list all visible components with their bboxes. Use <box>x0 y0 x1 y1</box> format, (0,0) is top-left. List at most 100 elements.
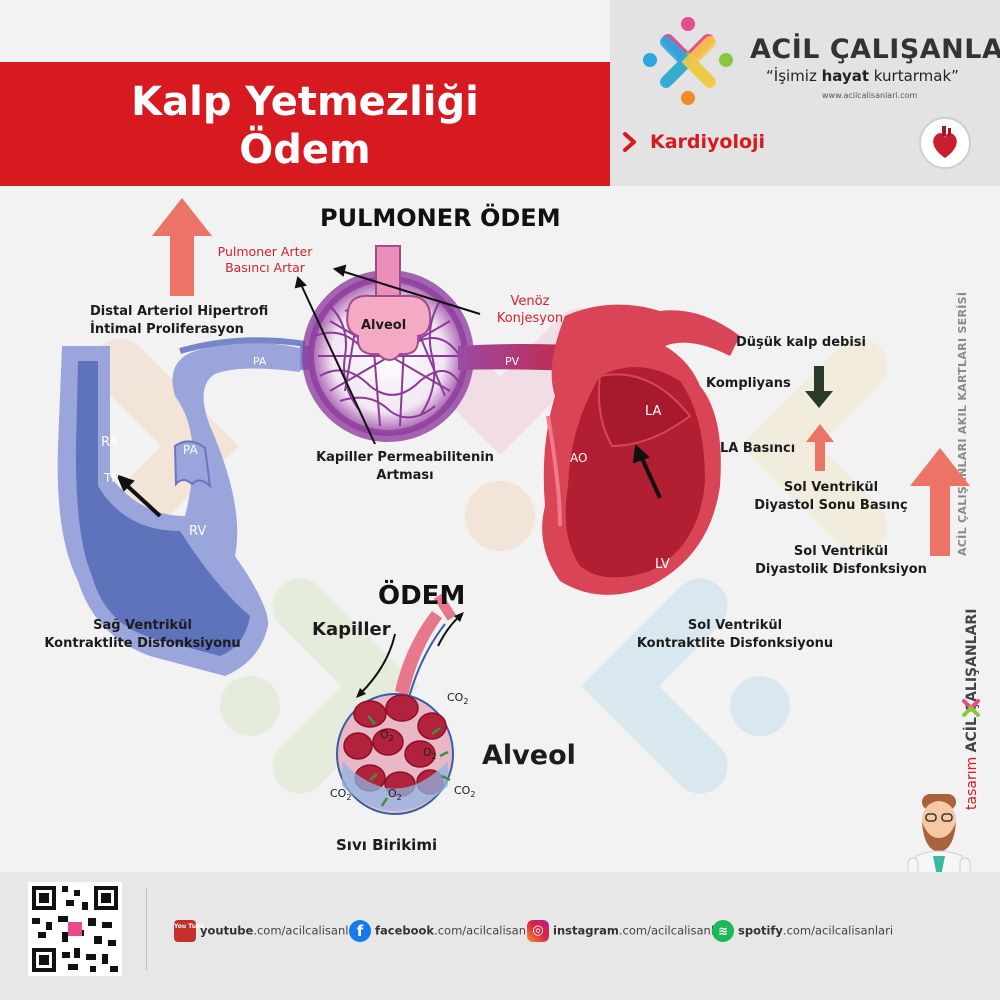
small-brand-logo-icon <box>962 699 980 717</box>
tr-label: TR <box>104 471 120 485</box>
rv-label: RV <box>189 524 207 539</box>
youtube-bold: youtube <box>200 923 254 938</box>
footer <box>0 872 1000 1000</box>
la-basinci-label: LA Basıncı <box>720 441 796 456</box>
co2-a-sub: 2 <box>463 697 469 707</box>
salmon-arrows <box>152 198 970 556</box>
pa-pressure-label: Pulmoner Arter Basıncı Artar <box>200 244 330 276</box>
sol-diyastol-line-2: Diyastol Sonu Basınç <box>754 498 908 513</box>
dusuk-kalp-debisi-label: Düşük kalp debisi <box>736 335 866 350</box>
kompliyans-label: Kompliyans <box>706 376 791 391</box>
pa-label-1: PA <box>253 355 267 368</box>
distal-line-1: Distal Arteriol Hipertrofi <box>90 304 269 319</box>
odem-title: ÖDEM <box>378 581 466 611</box>
spotify-rest: .com/acilcalisanlari <box>782 923 894 938</box>
qr-code-icon[interactable] <box>28 882 122 976</box>
facebook-bold: facebook <box>375 923 435 938</box>
youtube-link[interactable]: You Tubeyoutube.com/acilcalisanlari <box>174 920 363 942</box>
sol-ventrikul-disfonksiyon-label: Sol Ventrikül Diyastolik Disfonksiyon <box>745 543 937 579</box>
sol-disf-line-1: Sol Ventrikül <box>793 544 889 559</box>
facebook-icon: f <box>349 920 371 942</box>
la-label: LA <box>645 404 662 419</box>
brand-slogan: “İşimiz hayat kurtarmak” <box>766 68 959 85</box>
heart-category-icon <box>919 117 971 169</box>
brand-name: ACİL ÇALIŞANLARI <box>750 34 1000 65</box>
instagram-rest: .com/acilcalisanlari <box>618 923 729 938</box>
lung-capillary-network <box>300 245 590 442</box>
spotify-icon: ≋ <box>712 920 734 942</box>
sol-kontr-line-1: Sol Ventrikül <box>687 618 783 633</box>
sol-ventrikul-kontraktlite-label: Sol Ventrikül Kontraktlite Disfonksiyonu <box>625 617 845 653</box>
pa-pressure-line-2: Basıncı Artar <box>225 260 305 275</box>
sol-kontr-line-2: Kontraktlite Disfonksiyonu <box>636 636 834 651</box>
sol-diyastol-line-1: Sol Ventrikül <box>783 480 879 495</box>
alveol-big-label: Alveol <box>482 740 576 771</box>
o2-a-sub: 2 <box>388 734 394 744</box>
co2-c-text: CO <box>454 784 471 797</box>
instagram-link[interactable]: ◎ instagram.com/acilcalisanlari <box>527 920 729 942</box>
kapiller-perm-line-1: Kapiller Permeabilitenin <box>316 450 494 465</box>
pv-label: PV <box>505 355 520 368</box>
co2-b-sub: 2 <box>346 793 352 803</box>
category-label[interactable]: Kardiyoloji <box>650 131 766 153</box>
o2-c-sub: 2 <box>396 793 402 803</box>
venoz-line-2: Konjesyon <box>496 311 564 326</box>
alveol-small-label: Alveol <box>361 318 407 333</box>
footer-divider <box>146 888 147 970</box>
co2-c-sub: 2 <box>470 790 476 800</box>
youtube-icon: You Tube <box>174 920 204 942</box>
kapiller-perm-line-2: Artması <box>376 468 434 483</box>
venoz-konjesyon-label: Venöz Konjesyon <box>480 293 580 327</box>
co2-label-top: CO2 <box>447 689 468 710</box>
pulmoner-odem-title: PULMONER ÖDEM <box>320 204 561 232</box>
title-line-2: Ödem <box>239 127 371 173</box>
o2-a-text: O <box>380 728 389 741</box>
slogan-pre: “İşimiz <box>766 67 822 85</box>
instagram-icon: ◎ <box>527 920 549 942</box>
youtube-rest: .com/acilcalisanlari <box>253 923 364 938</box>
brand-url: www.acilcalisanlari.com <box>822 91 918 100</box>
brand-logo-icon <box>643 17 733 105</box>
alveolus-cluster <box>336 593 464 815</box>
sol-ventrikul-diyastol-label: Sol Ventrikül Diyastol Sonu Basınç <box>740 479 922 515</box>
o2-label-1: O2 <box>380 726 394 747</box>
heart-lung-diagram <box>57 198 970 815</box>
o2-label-3: O2 <box>388 785 402 806</box>
sivi-birikimi-label: Sıvı Birikimi <box>336 836 438 854</box>
header-band <box>0 62 610 186</box>
slogan-post: kurtarmak” <box>869 67 959 85</box>
o2-label-2: O2 <box>423 744 437 765</box>
instagram-bold: instagram <box>553 923 619 938</box>
title-line-1: Kalp Yetmezliği <box>131 79 479 125</box>
pa-pressure-line-1: Pulmoner Arter <box>217 244 313 259</box>
co2-b-text: CO <box>330 787 347 800</box>
spotify-link[interactable]: ≋ spotify.com/acilcalisanlari <box>712 920 893 942</box>
ra-label: RA <box>101 435 119 450</box>
lv-label: LV <box>655 557 670 572</box>
co2-label-right: CO2 <box>454 782 475 803</box>
o2-c-text: O <box>388 787 397 800</box>
compliance-down-arrow <box>805 366 833 408</box>
sag-kontr-line-2: Kontraktlite Disfonksiyonu <box>44 636 241 651</box>
co2-a-text: CO <box>447 691 464 704</box>
distal-line-2: İntimal Proliferasyon <box>90 322 244 337</box>
sol-disf-line-2: Diyastolik Disfonksiyon <box>755 562 927 577</box>
o2-b-sub: 2 <box>431 752 437 762</box>
venoz-line-1: Venöz <box>510 294 550 309</box>
right-heart <box>57 337 306 676</box>
distal-arteriol-label: Distal Arteriol Hipertrofi İntimal Proli… <box>90 303 268 339</box>
page-title: Kalp Yetmezliği Ödem <box>0 78 610 174</box>
co2-label-left: CO2 <box>330 785 351 806</box>
spotify-bold: spotify <box>738 923 783 938</box>
ao-label: AO <box>570 451 588 465</box>
pointer-lines <box>116 264 662 518</box>
pa-label-2: PA <box>183 443 198 457</box>
facebook-link[interactable]: f facebook.com/acilcalisanlari <box>349 920 544 942</box>
kapiller-permeabilite-label: Kapiller Permeabilitenin Artması <box>300 449 510 485</box>
sag-ventrikul-kontraktlite-label: Sağ Ventrikül Kontraktlite Disfonksiyonu <box>35 617 250 653</box>
facebook-rest: .com/acilcalisanlari <box>434 923 545 938</box>
kapiller-label: Kapiller <box>312 619 391 640</box>
sag-kontr-line-1: Sağ Ventrikül <box>93 618 192 633</box>
o2-b-text: O <box>423 746 432 759</box>
